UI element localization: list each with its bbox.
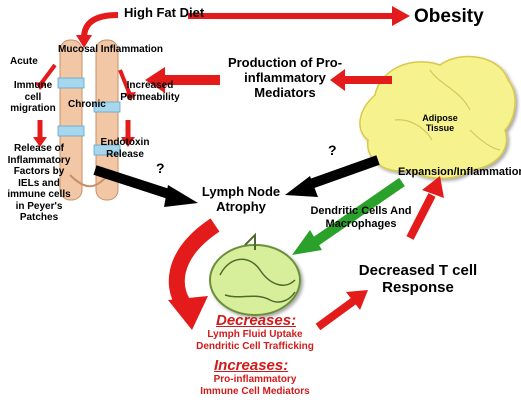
adipose-inner-line xyxy=(394,69,501,151)
arrow-adipose-to-lymphnode-green xyxy=(312,177,405,247)
arrow-tcell-to-expansion xyxy=(406,193,436,240)
immune-cell-migration-label: Immune cell migration xyxy=(10,80,56,114)
decreases-item: Dendritic Cell Trafficking xyxy=(196,340,314,352)
endotoxin-release-label: Endotoxin Release xyxy=(100,137,150,160)
decreases-list: Lymph Fluid Uptake Dendritic Cell Traffi… xyxy=(180,329,330,352)
arrow-diet-to-intestine xyxy=(81,12,119,39)
release-inflammatory-factors-label: Release of Inflammatory Factors by IELs … xyxy=(7,143,71,223)
arrow-highfat-to-obesity xyxy=(188,6,410,26)
increased-permeability-label: Increased Permeability xyxy=(120,80,180,103)
arrow-intestine-to-lymph xyxy=(93,165,177,201)
chronic-label: Chronic xyxy=(68,99,106,110)
question-mark-left: ? xyxy=(156,160,165,176)
arrow-decreases-to-tcell xyxy=(315,296,358,331)
dendritic-cells-macrophages-label: Dendritic Cells And Macrophages xyxy=(310,205,412,230)
acute-label: Acute xyxy=(10,56,38,67)
lymph-node-atrophy-label: Lymph Node Atrophy xyxy=(201,184,281,214)
arrows xyxy=(33,6,444,331)
arrow-adipose-to-production xyxy=(330,69,392,91)
arrow-adipose-to-lymph xyxy=(303,155,380,191)
adipose-tissue-shape xyxy=(359,55,516,179)
lymph-node-illustration xyxy=(209,232,301,316)
adipose-tissue-label: Adipose Tissue xyxy=(422,113,458,134)
high-fat-diet-label: High Fat Diet xyxy=(124,5,205,20)
production-pro-inflammatory-label: Production of Pro-inflammatory Mediators xyxy=(227,55,343,100)
decreased-t-cell-response-label: Decreased T cell Response xyxy=(358,262,478,297)
question-mark-right: ? xyxy=(328,142,337,158)
obesity-label: Obesity xyxy=(414,6,484,27)
increases-list: Pro-inflammatory Immune Cell Mediators xyxy=(180,374,330,397)
increases-item: Pro-inflammatory xyxy=(213,374,297,385)
increases-item: Immune Cell Mediators xyxy=(200,385,310,397)
decreases-item: Lymph Fluid Uptake xyxy=(207,329,303,340)
arrow-acute xyxy=(38,63,57,87)
arrow-chronic xyxy=(118,69,132,96)
mucosal-inflammation-label: Mucosal Inflammation xyxy=(58,44,164,55)
decreases-title: Decreases: xyxy=(216,312,297,329)
expansion-inflammation-label: Expansion/Inflammation xyxy=(398,166,521,178)
increases-title: Increases: xyxy=(214,357,289,374)
intestine-illustration xyxy=(57,39,121,201)
arrow-production-to-intestine xyxy=(145,67,220,93)
